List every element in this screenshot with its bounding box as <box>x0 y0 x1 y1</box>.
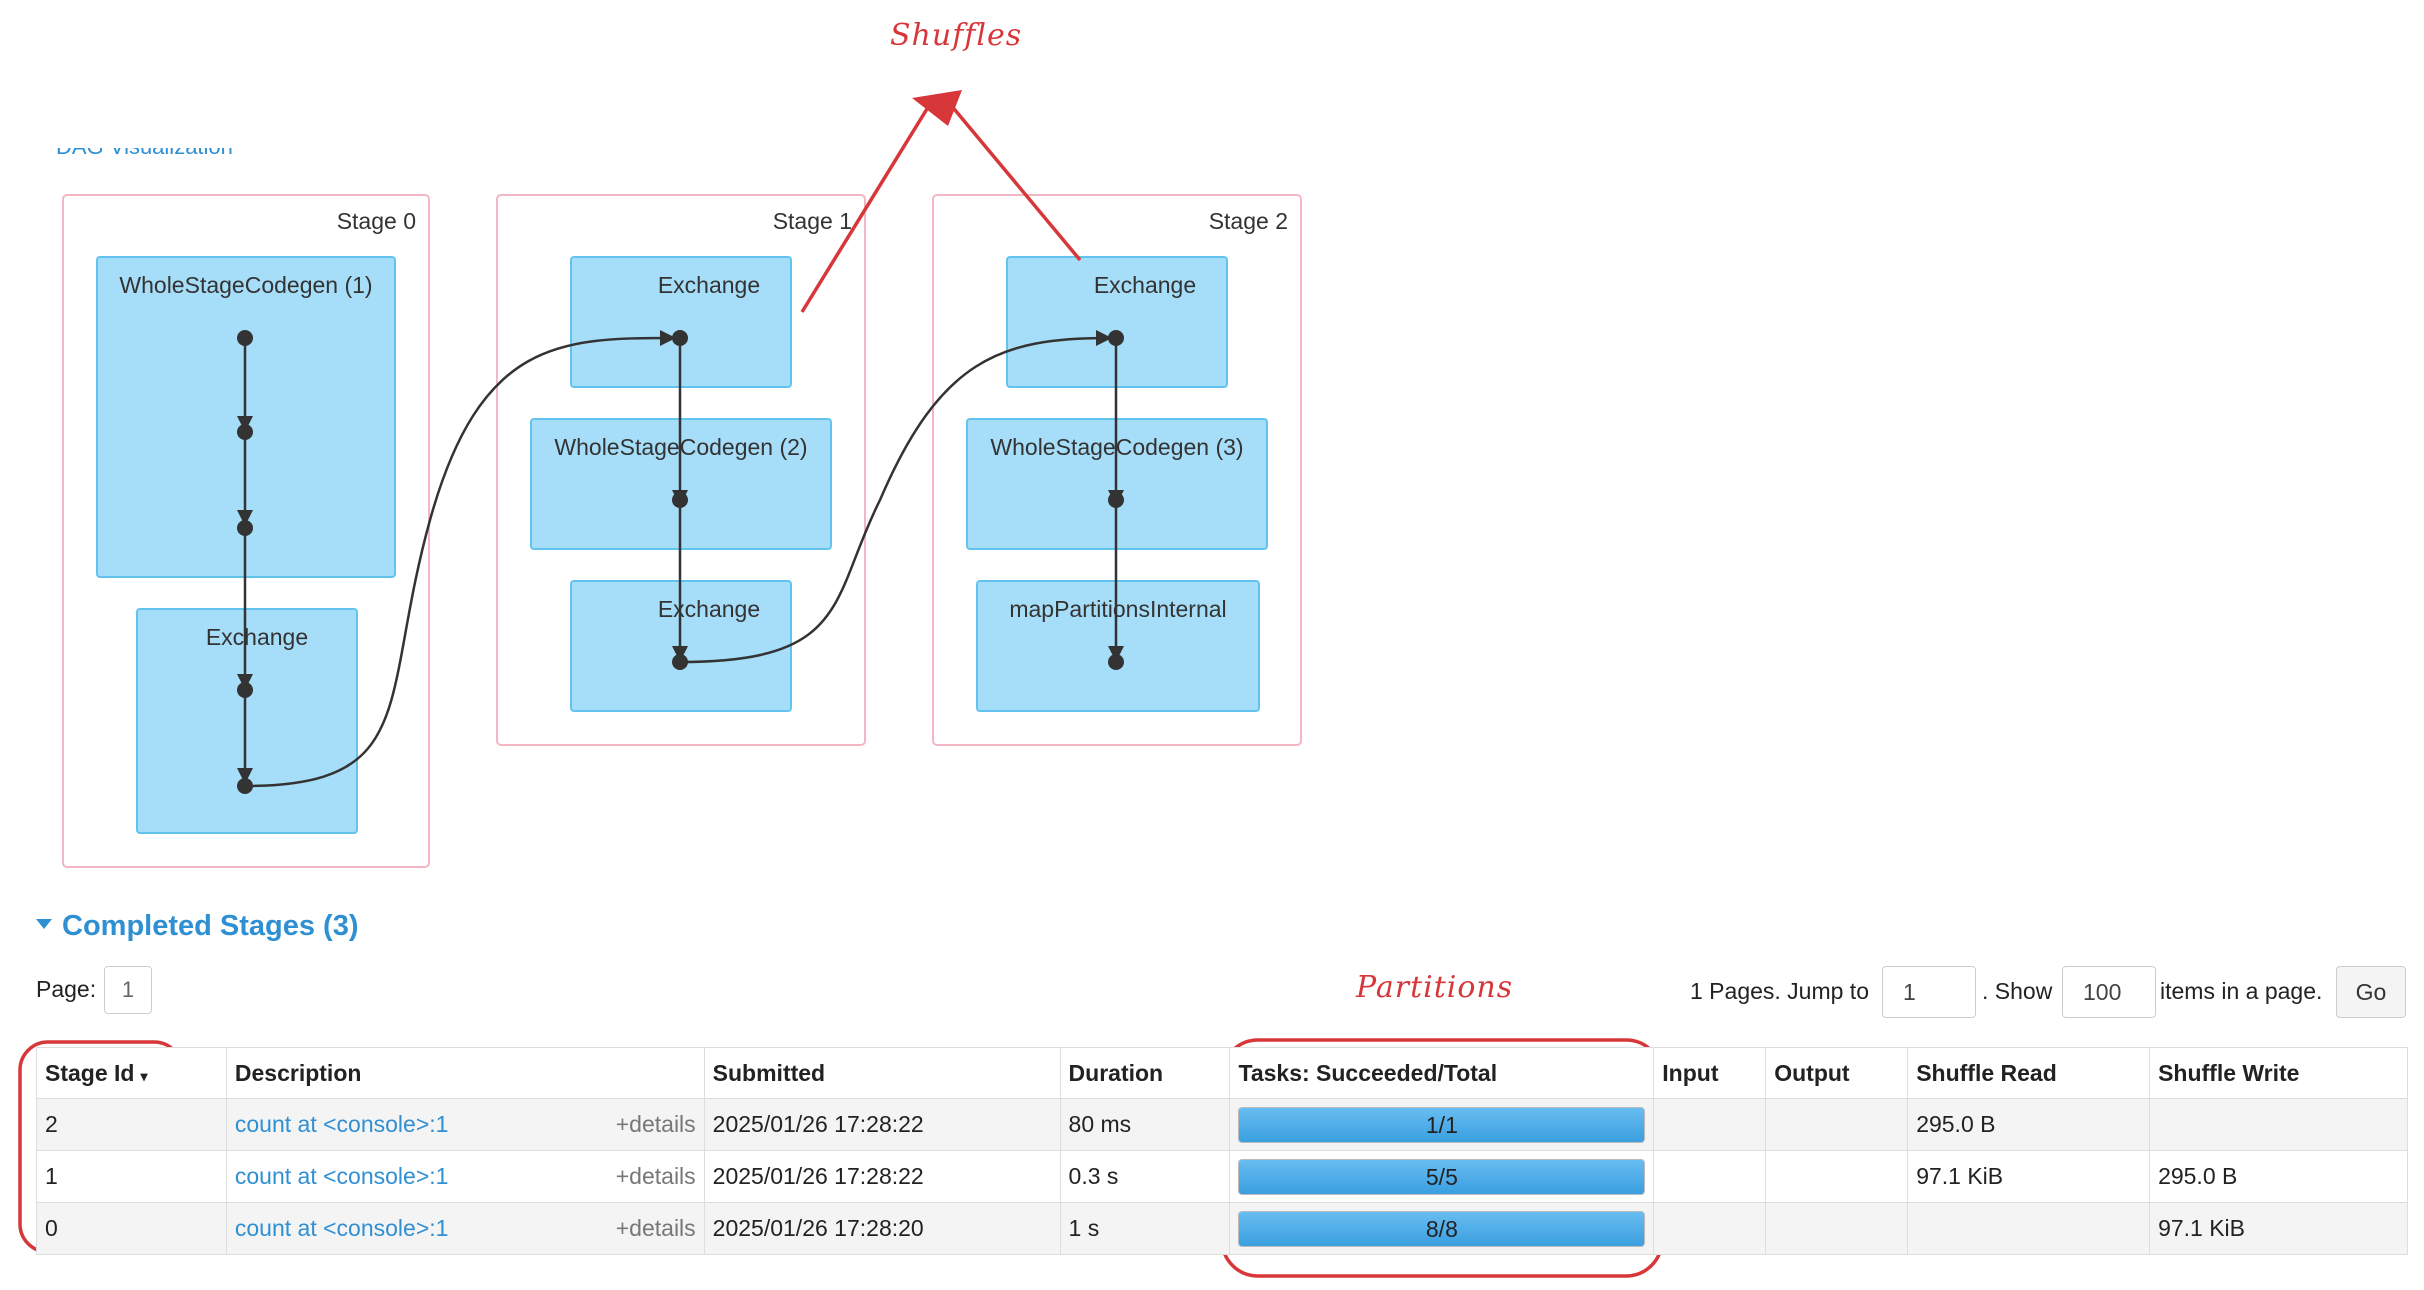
input-cell <box>1653 1202 1767 1255</box>
stage-id-cell: 0 <box>36 1202 227 1255</box>
stage-label: Stage 0 <box>336 208 416 234</box>
tasks-cell: 5/5 <box>1229 1150 1655 1203</box>
tasks-progress-bar: 1/1 <box>1238 1106 1646 1143</box>
details-toggle[interactable]: +details <box>615 1111 696 1137</box>
column-header-shuffle-read[interactable]: Shuffle Read <box>1907 1047 2151 1099</box>
input-cell <box>1653 1098 1767 1151</box>
shuffles-annotation: Shuffles <box>890 18 1023 53</box>
node-exchange-stage0[interactable]: Exchange <box>136 608 358 834</box>
tasks-progress-bar: 5/5 <box>1238 1158 1646 1195</box>
node-exchange-stage2[interactable]: Exchange <box>1006 256 1228 388</box>
stage-description-link[interactable]: count at <console>:1 <box>234 1111 449 1137</box>
shuffle-write-cell <box>2149 1098 2408 1151</box>
column-header-tasks[interactable]: Tasks: Succeeded/Total <box>1229 1047 1655 1099</box>
node-wholestagecodegen-2[interactable]: WholeStageCodegen (2) <box>530 418 832 550</box>
shuffle-write-cell: 295.0 B <box>2149 1150 2408 1203</box>
column-header-submitted[interactable]: Submitted <box>703 1047 1061 1099</box>
column-header-stage-id[interactable]: Stage Id▾ <box>36 1047 227 1099</box>
collapse-triangle-icon <box>36 919 52 930</box>
shuffle-read-cell <box>1907 1202 2151 1255</box>
output-cell <box>1765 1150 1909 1203</box>
stage-description-link[interactable]: count at <console>:1 <box>234 1163 449 1189</box>
table-row: 2 count at <console>:1 +details 2025/01/2… <box>36 1098 2408 1151</box>
sort-desc-icon: ▾ <box>140 1067 148 1084</box>
duration-cell: 0.3 s <box>1059 1150 1231 1203</box>
column-header-input[interactable]: Input <box>1653 1047 1767 1099</box>
description-cell: count at <console>:1 +details <box>225 1202 705 1255</box>
dag-visualization-link[interactable]: DAG Visualization <box>56 134 233 159</box>
tasks-cell: 8/8 <box>1229 1202 1655 1255</box>
page-size-input[interactable] <box>2062 966 2156 1018</box>
stage-description-link[interactable]: count at <console>:1 <box>234 1215 449 1241</box>
duration-cell: 80 ms <box>1059 1098 1231 1151</box>
show-text: . Show <box>1982 978 2053 1004</box>
column-header-output[interactable]: Output <box>1765 1047 1909 1099</box>
node-wholestagecodegen-3[interactable]: WholeStageCodegen (3) <box>966 418 1268 550</box>
table-header-row: Stage Id▾ Description Submitted Duration… <box>36 1047 2408 1099</box>
go-button[interactable]: Go <box>2336 966 2406 1018</box>
stage-label: Stage 1 <box>772 208 852 234</box>
details-toggle[interactable]: +details <box>615 1163 696 1189</box>
submitted-cell: 2025/01/26 17:28:20 <box>703 1202 1061 1255</box>
pages-jump-text: 1 Pages. Jump to <box>1690 978 1869 1004</box>
column-header-duration[interactable]: Duration <box>1059 1047 1231 1099</box>
submitted-cell: 2025/01/26 17:28:22 <box>703 1098 1061 1151</box>
jump-to-page-input[interactable] <box>1882 966 1976 1018</box>
tasks-cell: 1/1 <box>1229 1098 1655 1151</box>
table-row: 0 count at <console>:1 +details 2025/01/2… <box>36 1202 2408 1255</box>
page-number-input[interactable] <box>104 966 152 1014</box>
stage-label: Stage 2 <box>1208 208 1288 234</box>
shuffle-read-cell: 295.0 B <box>1907 1098 2151 1151</box>
stage-id-cell: 2 <box>36 1098 227 1151</box>
duration-cell: 1 s <box>1059 1202 1231 1255</box>
table-row: 1 count at <console>:1 +details 2025/01/2… <box>36 1150 2408 1203</box>
completed-stages-toggle[interactable]: Completed Stages (3) <box>36 910 359 943</box>
description-cell: count at <console>:1 +details <box>225 1150 705 1203</box>
partitions-annotation: Partitions <box>1356 970 1514 1005</box>
stage-id-cell: 1 <box>36 1150 227 1203</box>
node-mappartitionsinternal[interactable]: mapPartitionsInternal <box>976 580 1260 712</box>
node-exchange-stage1-bottom[interactable]: Exchange <box>570 580 792 712</box>
page-label: Page: <box>36 976 97 1002</box>
details-toggle[interactable]: +details <box>615 1215 696 1241</box>
tasks-progress-bar: 8/8 <box>1238 1210 1646 1247</box>
shuffle-write-cell: 97.1 KiB <box>2149 1202 2408 1255</box>
node-exchange-stage1-top[interactable]: Exchange <box>570 256 792 388</box>
output-cell <box>1765 1202 1909 1255</box>
node-wholestagecodegen-1[interactable]: WholeStageCodegen (1) <box>96 256 396 578</box>
column-header-shuffle-write[interactable]: Shuffle Write <box>2149 1047 2408 1099</box>
output-cell <box>1765 1098 1909 1151</box>
input-cell <box>1653 1150 1767 1203</box>
completed-stages-table: Stage Id▾ Description Submitted Duration… <box>36 1047 2408 1255</box>
items-in-page-text: items in a page. <box>2160 978 2323 1004</box>
column-header-description[interactable]: Description <box>225 1047 705 1099</box>
submitted-cell: 2025/01/26 17:28:22 <box>703 1150 1061 1203</box>
description-cell: count at <console>:1 +details <box>225 1098 705 1151</box>
shuffle-read-cell: 97.1 KiB <box>1907 1150 2151 1203</box>
